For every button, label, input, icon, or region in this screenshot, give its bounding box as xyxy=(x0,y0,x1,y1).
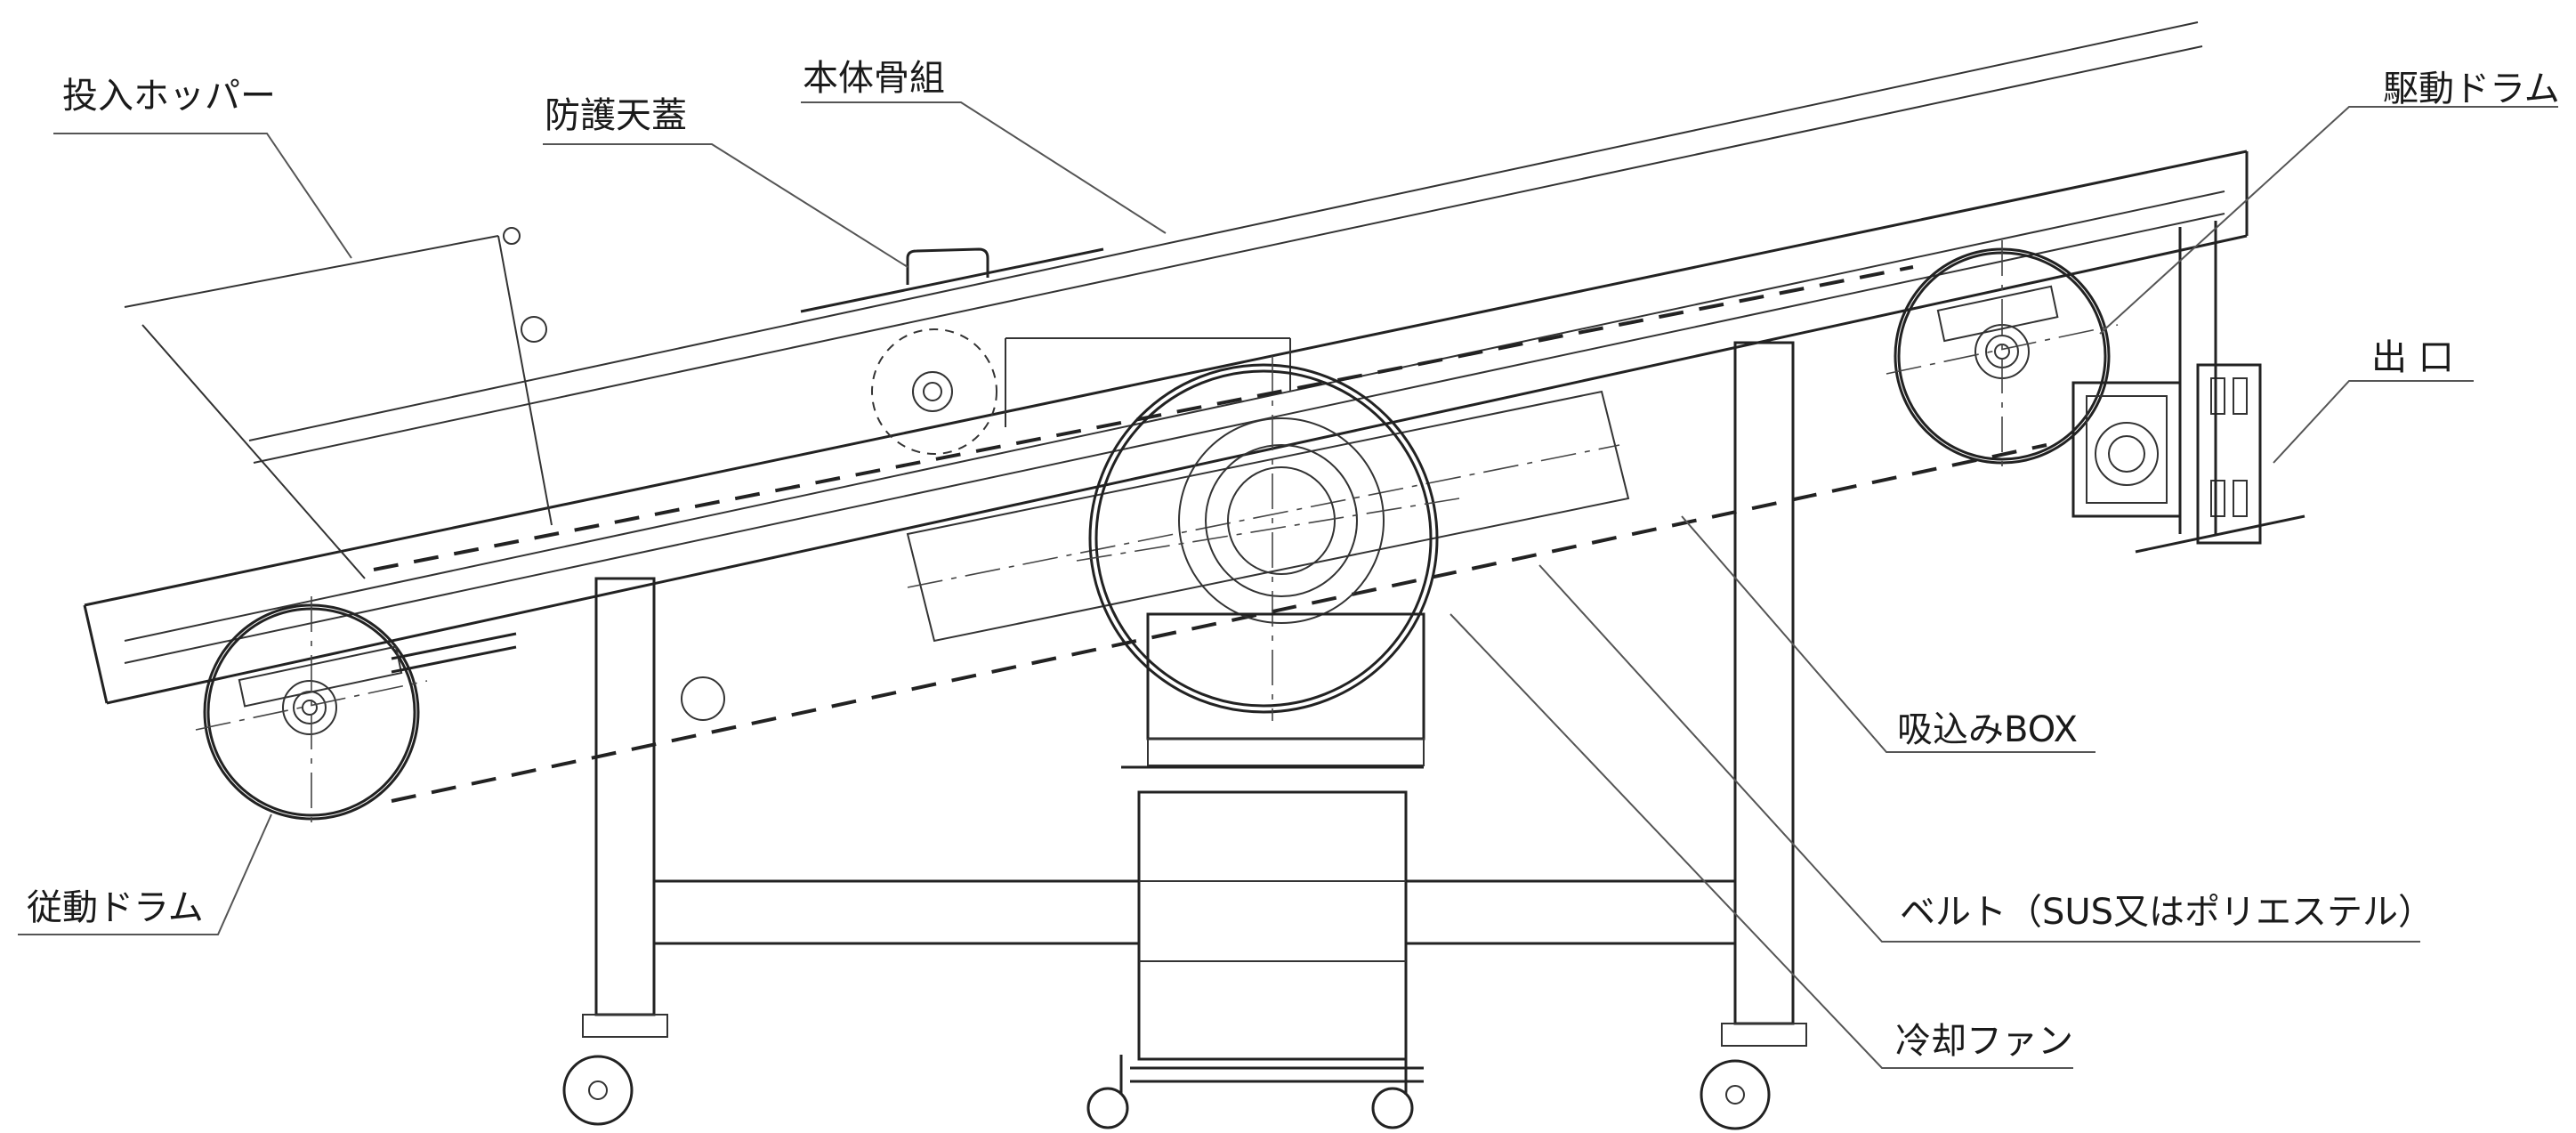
leader-lines xyxy=(18,101,2558,1069)
label-guard-cover: 防護天蓋 xyxy=(545,95,687,136)
drive-motor xyxy=(2071,221,2305,554)
fan-stand xyxy=(1119,790,1424,1095)
suction-box xyxy=(906,337,1630,643)
label-frame: 本体骨組 xyxy=(803,58,945,99)
legs xyxy=(594,341,1795,1025)
label-outlet: 出 口 xyxy=(2371,337,2454,378)
label-hopper: 投入ホッパー xyxy=(62,76,276,117)
driven-drum xyxy=(195,596,517,828)
casters xyxy=(562,1014,1807,1130)
tension-pulley xyxy=(871,328,997,455)
belt-return-line xyxy=(391,443,2047,803)
label-driven-drum: 従動ドラム xyxy=(27,887,204,928)
cooling-fan xyxy=(1076,356,1460,769)
gauge xyxy=(681,676,725,721)
label-suction-box: 吸込みBOX xyxy=(1897,709,2079,750)
label-drive-drum: 駆動ドラム xyxy=(2383,69,2560,109)
label-belt: ベルト（SUS又はポリエステル） xyxy=(1900,892,2435,933)
label-cooling-fan: 冷却ファン xyxy=(1895,1021,2073,1062)
belt-upper-line xyxy=(373,265,1914,571)
hopper xyxy=(124,227,553,579)
main-frame xyxy=(83,21,2249,705)
guard-cover-handle xyxy=(906,247,989,285)
drive-drum xyxy=(1886,240,2119,472)
